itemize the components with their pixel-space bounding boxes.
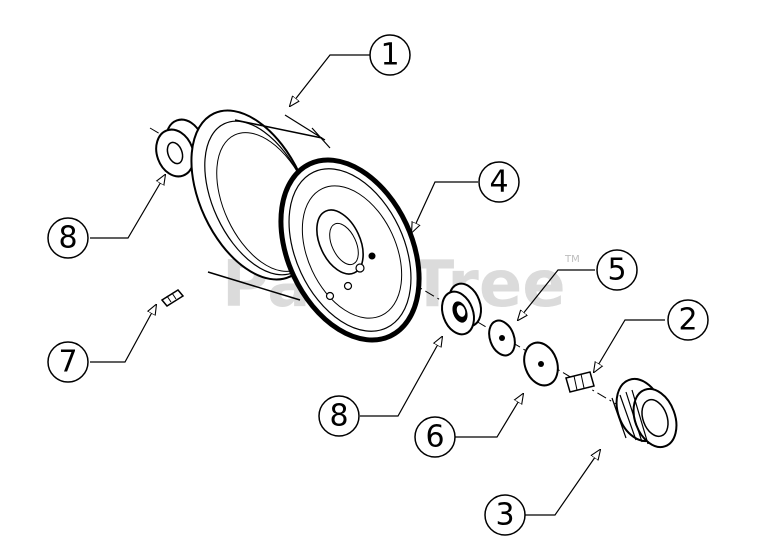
callout-6: 6 [414, 416, 456, 458]
part-grease-fitting [565, 371, 595, 393]
callout-8-right: 8 [318, 395, 360, 437]
leader-6 [455, 394, 523, 438]
part-valve-stem [160, 289, 185, 307]
callout-8-right-label: 8 [329, 399, 348, 434]
callout-4: 4 [478, 161, 520, 203]
callout-7-label: 7 [58, 345, 77, 380]
callout-4-label: 4 [489, 165, 508, 200]
leader-7 [90, 305, 156, 363]
part-washer-small [488, 319, 516, 357]
callout-1-label: 1 [380, 38, 399, 73]
leader-5 [518, 269, 595, 320]
callout-1: 1 [369, 34, 411, 76]
leader-8a [90, 175, 165, 239]
leader-lines [90, 54, 665, 516]
callout-7: 7 [47, 341, 89, 383]
callout-2: 2 [667, 299, 709, 341]
part-bearing-right [441, 282, 482, 336]
callout-3-label: 3 [495, 498, 514, 533]
callout-3: 3 [484, 494, 526, 536]
leader-8b [360, 337, 442, 417]
leader-1 [290, 54, 370, 106]
callout-2-label: 2 [678, 303, 697, 338]
callout-5: 5 [596, 249, 638, 291]
part-washer-large [523, 341, 559, 387]
callout-6-label: 6 [425, 420, 444, 455]
callout-5-label: 5 [607, 253, 626, 288]
leader-4 [412, 181, 478, 232]
callout-8-left-label: 8 [58, 221, 77, 256]
part-roller-bearing [611, 378, 678, 449]
leader-2 [594, 319, 665, 372]
callout-8-left: 8 [47, 217, 89, 259]
part-wheel-rim [190, 109, 422, 343]
watermark-trademark: TM [564, 254, 580, 265]
